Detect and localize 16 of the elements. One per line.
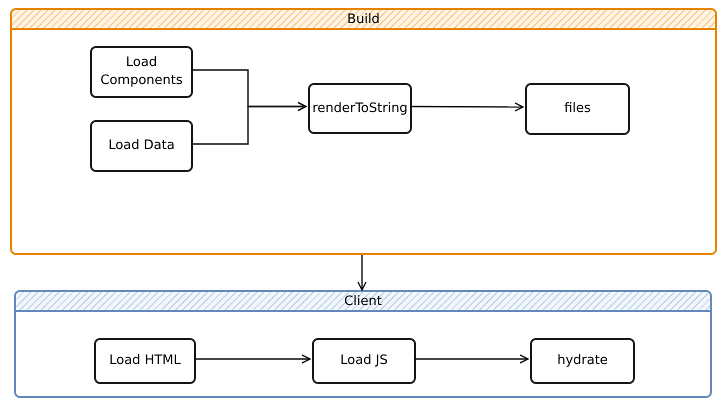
group-frame (14, 290, 712, 398)
arrow (414, 354, 529, 364)
process-box: Load HTML (94, 338, 196, 384)
process-box: Load Data (90, 120, 193, 172)
process-box: renderToString (308, 83, 412, 134)
process-box: Load Components (90, 46, 193, 98)
process-box: hydrate (530, 338, 635, 384)
arrow (357, 255, 367, 291)
arrow (191, 102, 307, 145)
group-header: Client (16, 292, 710, 312)
process-box: files (525, 83, 630, 135)
group-frame (10, 8, 717, 255)
arrow (194, 354, 311, 364)
group-header: Build (12, 10, 715, 30)
process-box: Load JS (312, 338, 416, 384)
arrow (410, 102, 524, 112)
